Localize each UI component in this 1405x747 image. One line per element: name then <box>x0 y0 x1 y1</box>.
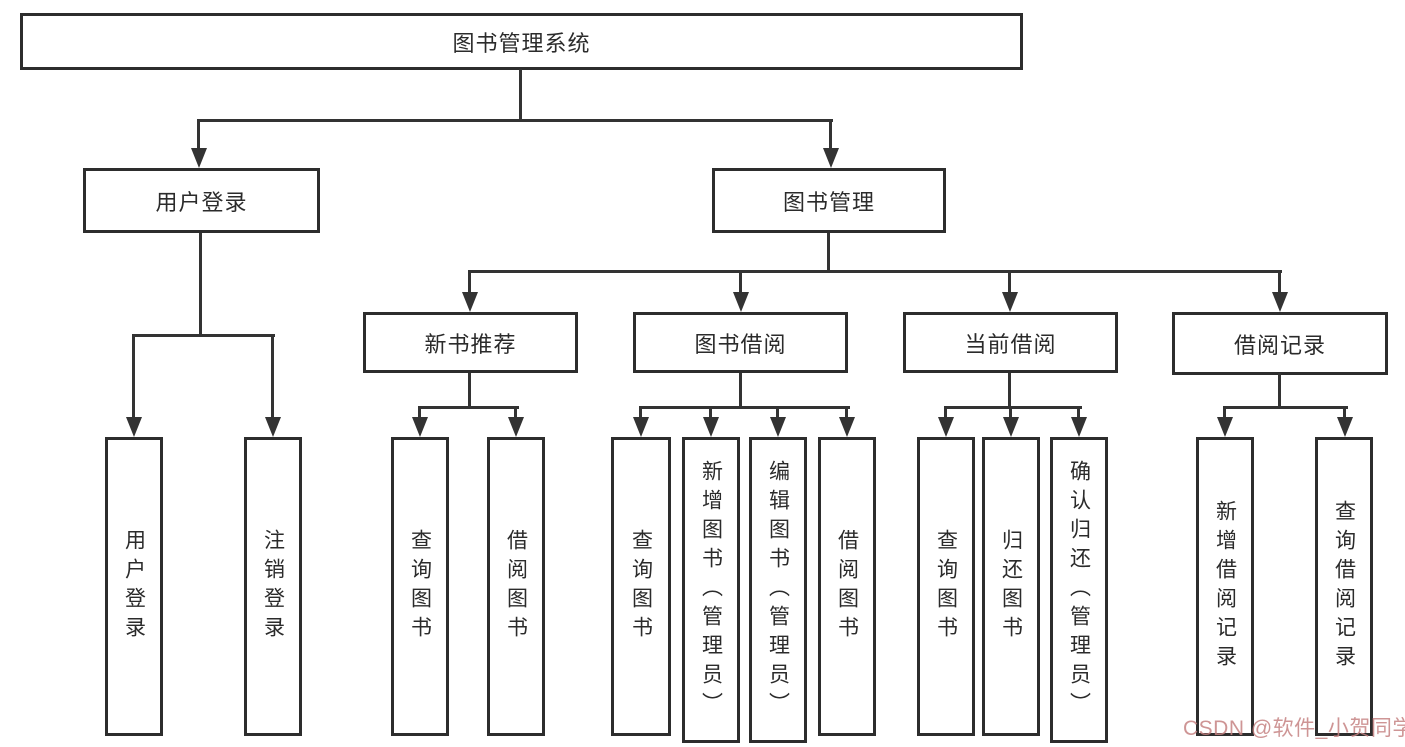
node-borrowing-records: 借阅记录 <box>1172 312 1388 375</box>
node-label: 图书管理 <box>782 189 875 215</box>
arrowhead-down-icon <box>265 417 281 437</box>
leaf-add-borrow-record: 新增借阅记录 <box>1196 437 1254 736</box>
connector-line <box>827 233 830 273</box>
connector-line <box>845 406 848 422</box>
node-label: 查询借阅记录 <box>1332 499 1356 674</box>
connector-line <box>468 270 471 298</box>
arrowhead-down-icon <box>1272 292 1288 312</box>
connector-line <box>271 334 274 424</box>
node-label: 查询图书 <box>408 528 432 645</box>
leaf-query-books-3: 查询图书 <box>917 437 975 736</box>
connector-line <box>709 406 712 422</box>
watermark-text: CSDN @软件_小贺同学 <box>1183 717 1405 740</box>
arrowhead-down-icon <box>1337 417 1353 437</box>
node-label: 图书管理系统 <box>452 30 591 56</box>
leaf-borrow-books-1: 借阅图书 <box>487 437 545 736</box>
arrowhead-down-icon <box>126 417 142 437</box>
arrowhead-down-icon <box>508 417 524 437</box>
node-label: 用户登录 <box>155 189 248 215</box>
node-label: 归还图书 <box>999 528 1023 645</box>
leaf-query-borrow-record: 查询借阅记录 <box>1315 437 1373 736</box>
leaf-add-books-admin: 新增图书（管理员） <box>682 437 740 743</box>
arrowhead-down-icon <box>770 417 786 437</box>
arrowhead-down-icon <box>1217 417 1233 437</box>
connector-line <box>418 406 519 409</box>
connector-line <box>132 334 135 424</box>
connector-line <box>1223 406 1226 422</box>
node-label: 注销登录 <box>261 528 285 645</box>
arrowhead-down-icon <box>462 292 478 312</box>
connector-line <box>514 406 517 422</box>
node-label: 用户登录 <box>122 528 146 645</box>
leaf-borrow-books-2: 借阅图书 <box>818 437 876 736</box>
leaf-user-login: 用户登录 <box>105 437 163 736</box>
connector-line <box>199 233 202 337</box>
connector-line <box>1009 406 1012 422</box>
connector-line <box>1077 406 1080 422</box>
connector-line <box>468 270 1282 273</box>
connector-line <box>1278 373 1281 409</box>
leaf-confirm-return-admin: 确认归还（管理员） <box>1050 437 1108 743</box>
node-label: 当前借阅 <box>964 331 1057 357</box>
node-user-login: 用户登录 <box>83 168 320 233</box>
node-current-borrowing: 当前借阅 <box>903 312 1118 373</box>
arrowhead-down-icon <box>633 417 649 437</box>
node-new-book-recommendation: 新书推荐 <box>363 312 578 373</box>
connector-line <box>468 373 471 409</box>
node-root: 图书管理系统 <box>20 13 1023 70</box>
connector-line <box>418 406 421 422</box>
arrowhead-down-icon <box>839 417 855 437</box>
connector-line <box>1343 406 1346 422</box>
arrowhead-down-icon <box>733 292 749 312</box>
node-label: 编辑图书（管理员） <box>766 459 790 721</box>
arrowhead-down-icon <box>1003 417 1019 437</box>
leaf-edit-books-admin: 编辑图书（管理员） <box>749 437 807 743</box>
node-label: 新增图书（管理员） <box>699 459 723 721</box>
arrowhead-down-icon <box>703 417 719 437</box>
arrowhead-down-icon <box>1002 292 1018 312</box>
node-label: 图书借阅 <box>694 331 787 357</box>
node-label: 新书推荐 <box>424 331 517 357</box>
connector-line <box>739 270 742 298</box>
node-label: 确认归还（管理员） <box>1067 459 1091 721</box>
node-label: 查询图书 <box>934 528 958 645</box>
leaf-logout: 注销登录 <box>244 437 302 736</box>
connector-line <box>1008 270 1011 298</box>
node-book-borrowing: 图书借阅 <box>633 312 848 373</box>
arrowhead-down-icon <box>191 148 207 168</box>
connector-line <box>1223 406 1348 409</box>
connector-line <box>197 119 833 122</box>
connector-line <box>639 406 642 422</box>
connector-line <box>1278 270 1281 298</box>
connector-line <box>197 119 200 154</box>
connector-line <box>829 119 832 154</box>
leaf-query-books-2: 查询图书 <box>611 437 671 736</box>
connector-line <box>519 69 522 121</box>
leaf-return-books: 归还图书 <box>982 437 1040 736</box>
node-label: 借阅记录 <box>1233 332 1326 358</box>
node-label: 查询图书 <box>629 528 653 645</box>
connector-line <box>776 406 779 422</box>
node-label: 借阅图书 <box>835 528 859 645</box>
connector-line <box>944 406 947 422</box>
leaf-query-books-1: 查询图书 <box>391 437 449 736</box>
arrowhead-down-icon <box>938 417 954 437</box>
node-label: 借阅图书 <box>504 528 528 645</box>
node-book-management: 图书管理 <box>712 168 946 233</box>
arrowhead-down-icon <box>823 148 839 168</box>
node-label: 新增借阅记录 <box>1213 499 1237 674</box>
connector-line <box>639 406 850 409</box>
connector-line <box>132 334 275 337</box>
connector-line <box>739 373 742 409</box>
connector-line <box>944 406 1082 409</box>
arrowhead-down-icon <box>412 417 428 437</box>
connector-line <box>1008 373 1011 409</box>
arrowhead-down-icon <box>1071 417 1087 437</box>
